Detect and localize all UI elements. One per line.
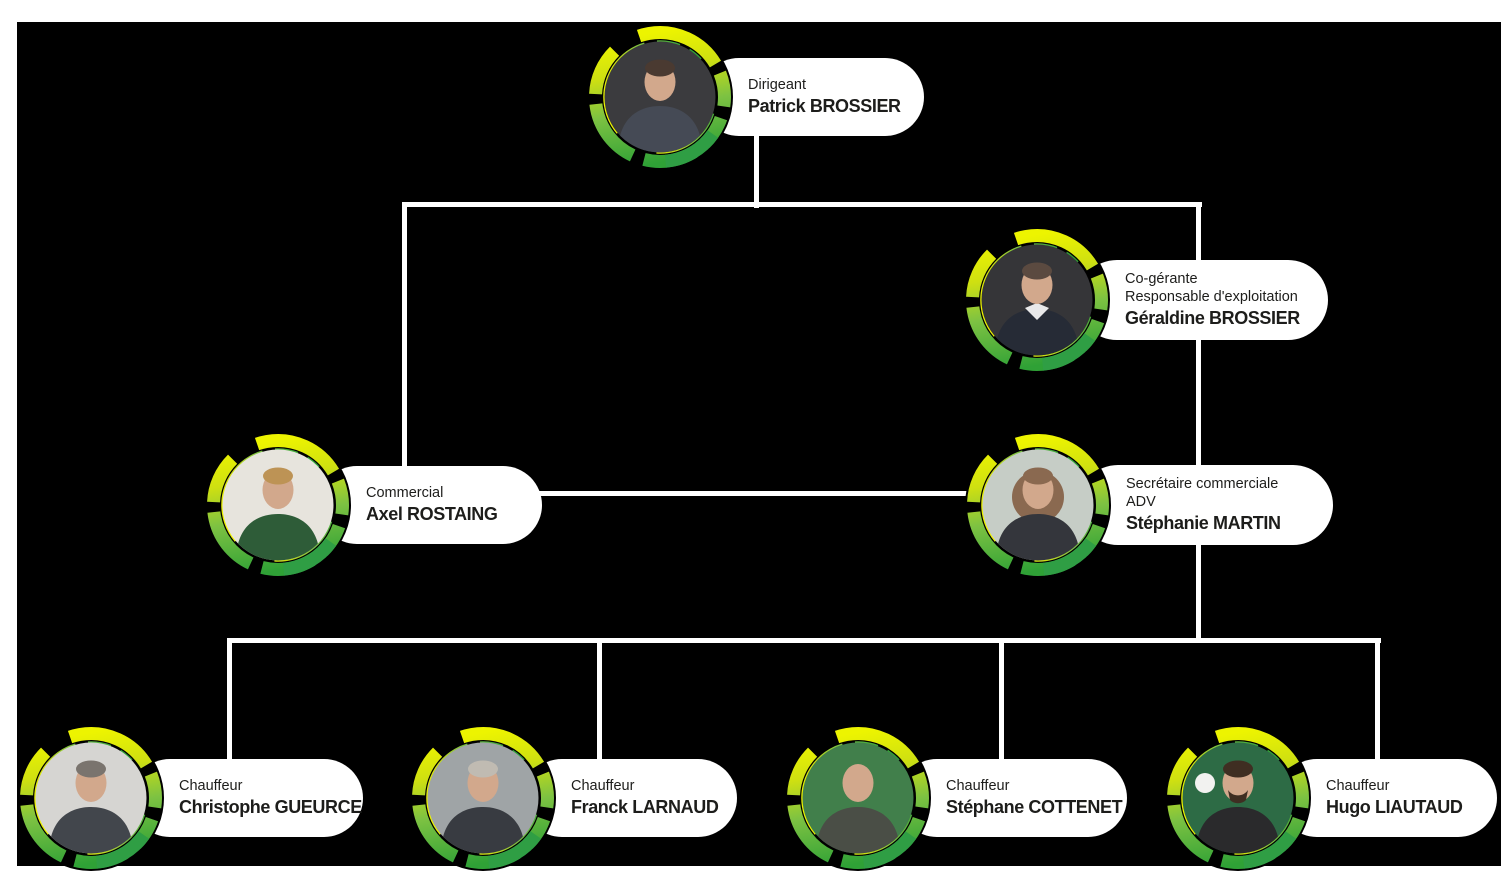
role-label: Responsable d'exploitation (1125, 289, 1298, 305)
connector-line (999, 638, 1004, 798)
connector-line (1375, 638, 1380, 798)
person-name: Franck LARNAUD (571, 797, 719, 817)
role-label: Chauffeur (946, 778, 1010, 794)
person-card-patrick-brossier: Dirigeant Patrick BROSSIER (700, 58, 924, 136)
role-label: Chauffeur (179, 778, 243, 794)
person-name: Axel ROSTAING (366, 504, 498, 524)
role-label: Co-gérante (1125, 271, 1198, 287)
person-card-stephane-cottenet: Chauffeur Stéphane COTTENET (898, 759, 1127, 837)
connector-line (754, 118, 759, 208)
person-name: Stéphanie MARTIN (1126, 513, 1281, 533)
person-name: Stéphane COTTENET (946, 797, 1123, 817)
connector-line (480, 491, 1040, 496)
collar-shape (1025, 303, 1049, 320)
avatar-photo (427, 742, 539, 854)
connector-line (1196, 202, 1201, 643)
person-card-stephanie-martin: Secrétaire commerciale ADV Stéphanie MAR… (1078, 465, 1333, 545)
person-name: Christophe GUEURCE (179, 797, 362, 817)
person-name: Géraldine BROSSIER (1125, 308, 1300, 328)
connector-line (597, 638, 602, 798)
person-name: Hugo LIAUTAUD (1326, 797, 1463, 817)
avatar-photo (981, 244, 1093, 356)
road-sign-shape (1195, 773, 1215, 793)
connector-line (227, 638, 1381, 643)
avatar-photo (1182, 742, 1294, 854)
connector-line (402, 202, 1202, 207)
avatar-geraldine-brossier (964, 227, 1110, 373)
beard-shape (1228, 790, 1248, 804)
person-name: Patrick BROSSIER (748, 96, 901, 116)
person-card-hugo-liautaud: Chauffeur Hugo LIAUTAUD (1278, 759, 1497, 837)
role-label: Chauffeur (571, 778, 635, 794)
person-card-geraldine-brossier: Co-gérante Responsable d'exploitation Gé… (1077, 260, 1328, 340)
avatar-photo (802, 742, 914, 854)
avatar-patrick-brossier (587, 24, 733, 170)
avatar-photo (222, 449, 334, 561)
person-card-christophe-gueurce: Chauffeur Christophe GUEURCE (131, 759, 363, 837)
role-label: Commercial (366, 485, 444, 501)
avatar-hugo-liautaud (1165, 725, 1311, 871)
role-label: Secrétaire commerciale (1126, 476, 1279, 492)
connector-line (402, 202, 407, 502)
connector-line (227, 638, 232, 798)
avatar-photo (982, 449, 1094, 561)
person-card-franck-larnaud: Chauffeur Franck LARNAUD (523, 759, 737, 837)
avatar-stephanie-martin (965, 432, 1111, 578)
avatar-photo (604, 41, 716, 153)
avatar-stephane-cottenet (785, 725, 931, 871)
role-label: ADV (1126, 494, 1156, 510)
avatar-franck-larnaud (410, 725, 556, 871)
role-label: Chauffeur (1326, 778, 1390, 794)
person-card-axel-rostaing: Commercial Axel ROSTAING (318, 466, 542, 544)
avatar-axel-rostaing (205, 432, 351, 578)
avatar-christophe-gueurce (18, 725, 164, 871)
role-label: Dirigeant (748, 77, 807, 93)
avatar-photo (35, 742, 147, 854)
